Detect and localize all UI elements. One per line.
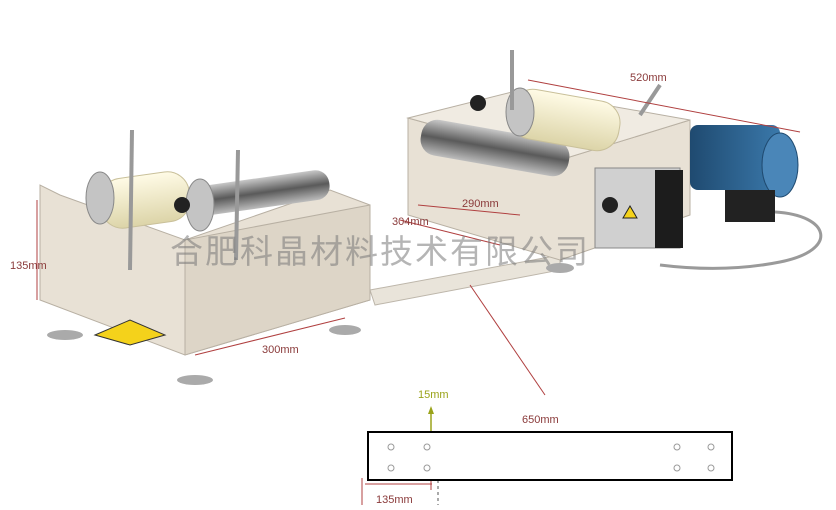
dim-hole-spacing: 135mm [376,494,413,506]
dimension-lines [36,79,801,505]
dim-hole-offset: 15mm [418,389,449,401]
left-roller-unit [39,129,371,385]
dim-depth: 300mm [262,344,299,356]
dim-height: 135mm [10,260,47,272]
watermark: 合肥科晶材料技术有限公司 [170,232,590,271]
dim-base-length: 650mm [522,414,559,426]
dim-inner-width: 290mm [462,198,499,210]
right-roller-unit [406,50,823,273]
motor [690,125,780,190]
base-plate-diagram [367,431,733,481]
dim-length-top: 520mm [630,72,667,84]
dim-outer-width: 304mm [392,216,429,228]
